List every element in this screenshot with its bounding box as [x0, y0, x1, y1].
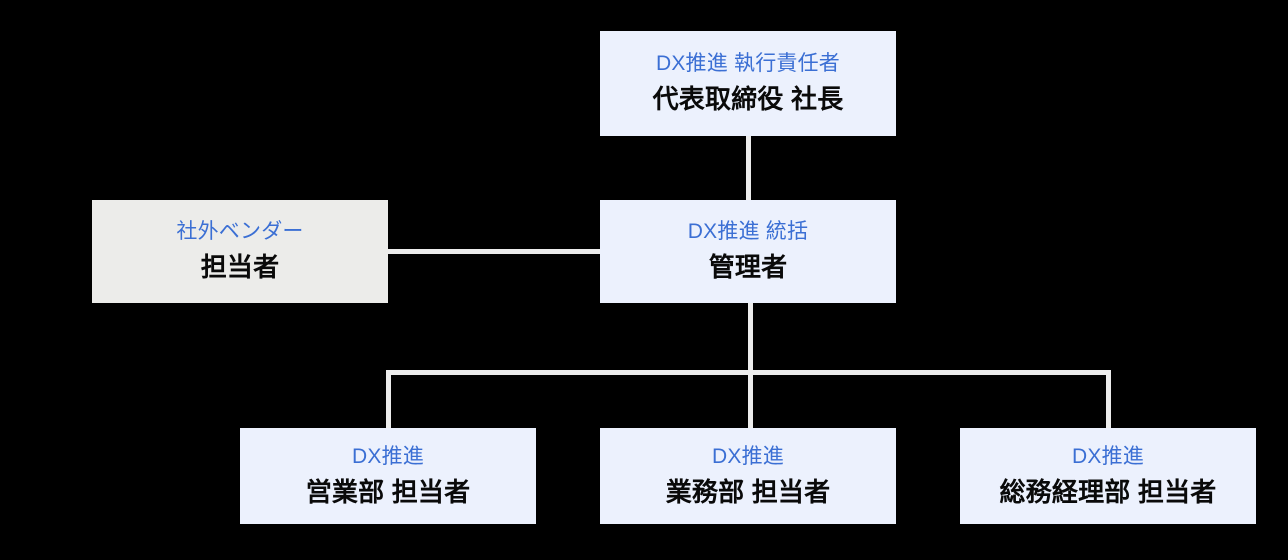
connector-vendor-to-manager [388, 249, 600, 254]
connector-executive-to-manager [746, 136, 751, 201]
node-executive[interactable]: DX推進 執行責任者 代表取締役 社長 [600, 31, 896, 136]
node-admin-finance-department-title: 総務経理部 担当者 [999, 476, 1217, 507]
connector-manager-to-bus [748, 303, 753, 375]
connector-bus-to-operations [748, 370, 753, 428]
node-external-vendor[interactable]: 社外ベンダー 担当者 [92, 200, 388, 303]
node-sales-department[interactable]: DX推進 営業部 担当者 [240, 428, 536, 524]
connector-bus-to-sales [386, 370, 391, 428]
connector-bus-to-admin-finance [1106, 370, 1111, 428]
node-external-vendor-role: 社外ベンダー [176, 220, 304, 244]
node-manager-title: 管理者 [708, 252, 788, 283]
node-operations-department[interactable]: DX推進 業務部 担当者 [600, 428, 896, 524]
node-external-vendor-title: 担当者 [200, 252, 280, 283]
node-admin-finance-department[interactable]: DX推進 総務経理部 担当者 [960, 428, 1256, 524]
node-sales-department-title: 営業部 担当者 [305, 476, 471, 507]
node-operations-department-title: 業務部 担当者 [665, 476, 831, 507]
node-sales-department-role: DX推進 [352, 444, 424, 468]
node-admin-finance-department-role: DX推進 [1072, 444, 1144, 468]
node-operations-department-role: DX推進 [712, 444, 784, 468]
node-manager-role: DX推進 統括 [687, 220, 809, 244]
node-executive-role: DX推進 執行責任者 [655, 52, 840, 76]
node-manager[interactable]: DX推進 統括 管理者 [600, 200, 896, 303]
node-executive-title: 代表取締役 社長 [652, 84, 844, 115]
